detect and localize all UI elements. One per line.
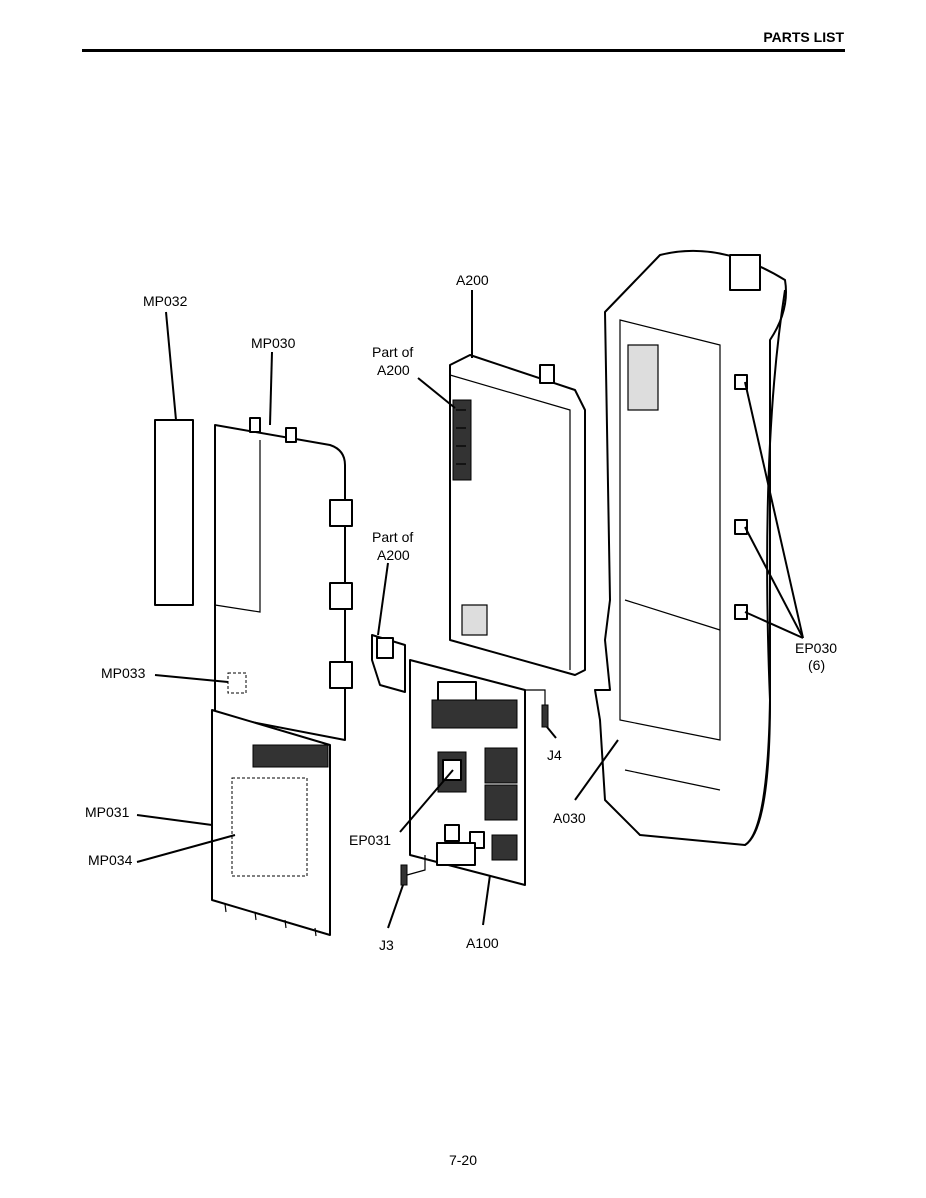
callout-mp033: MP033 [101, 665, 146, 681]
callout-ep030-line1: EP030 [795, 640, 837, 656]
header-rule [82, 49, 845, 52]
callout-mp034: MP034 [88, 852, 133, 868]
callout-part-of-a200-mid-line1: Part of [372, 529, 413, 545]
callout-mp030: MP030 [251, 335, 296, 351]
part-mp031-frame [211, 709, 331, 937]
callout-mp031: MP031 [85, 804, 130, 820]
callout-j3: J3 [379, 937, 394, 953]
part-mp032-label [154, 419, 194, 606]
callout-a030: A030 [553, 810, 586, 826]
callout-part-of-a200-mid-line2: A200 [377, 547, 410, 563]
callout-ep030-line2: (6) [808, 657, 825, 673]
page-header-title: PARTS LIST [763, 29, 844, 45]
part-a200-connector [371, 634, 406, 693]
page-number: 7-20 [448, 1152, 478, 1168]
part-mp030-shield [214, 417, 353, 741]
callout-part-of-a200-top-line1: Part of [372, 344, 413, 360]
part-a200-board [449, 354, 586, 676]
callout-ep031: EP031 [349, 832, 391, 848]
callout-a200: A200 [456, 272, 489, 288]
leader-lines [136, 290, 804, 929]
callout-a100: A100 [466, 935, 499, 951]
callout-j4: J4 [547, 747, 562, 763]
part-j3-connector [400, 855, 426, 886]
part-a030-housing [594, 249, 787, 846]
part-a100-board [409, 659, 526, 886]
callout-part-of-a200-top-line2: A200 [377, 362, 410, 378]
part-j4-connector [525, 689, 549, 728]
callout-mp032: MP032 [143, 293, 188, 309]
